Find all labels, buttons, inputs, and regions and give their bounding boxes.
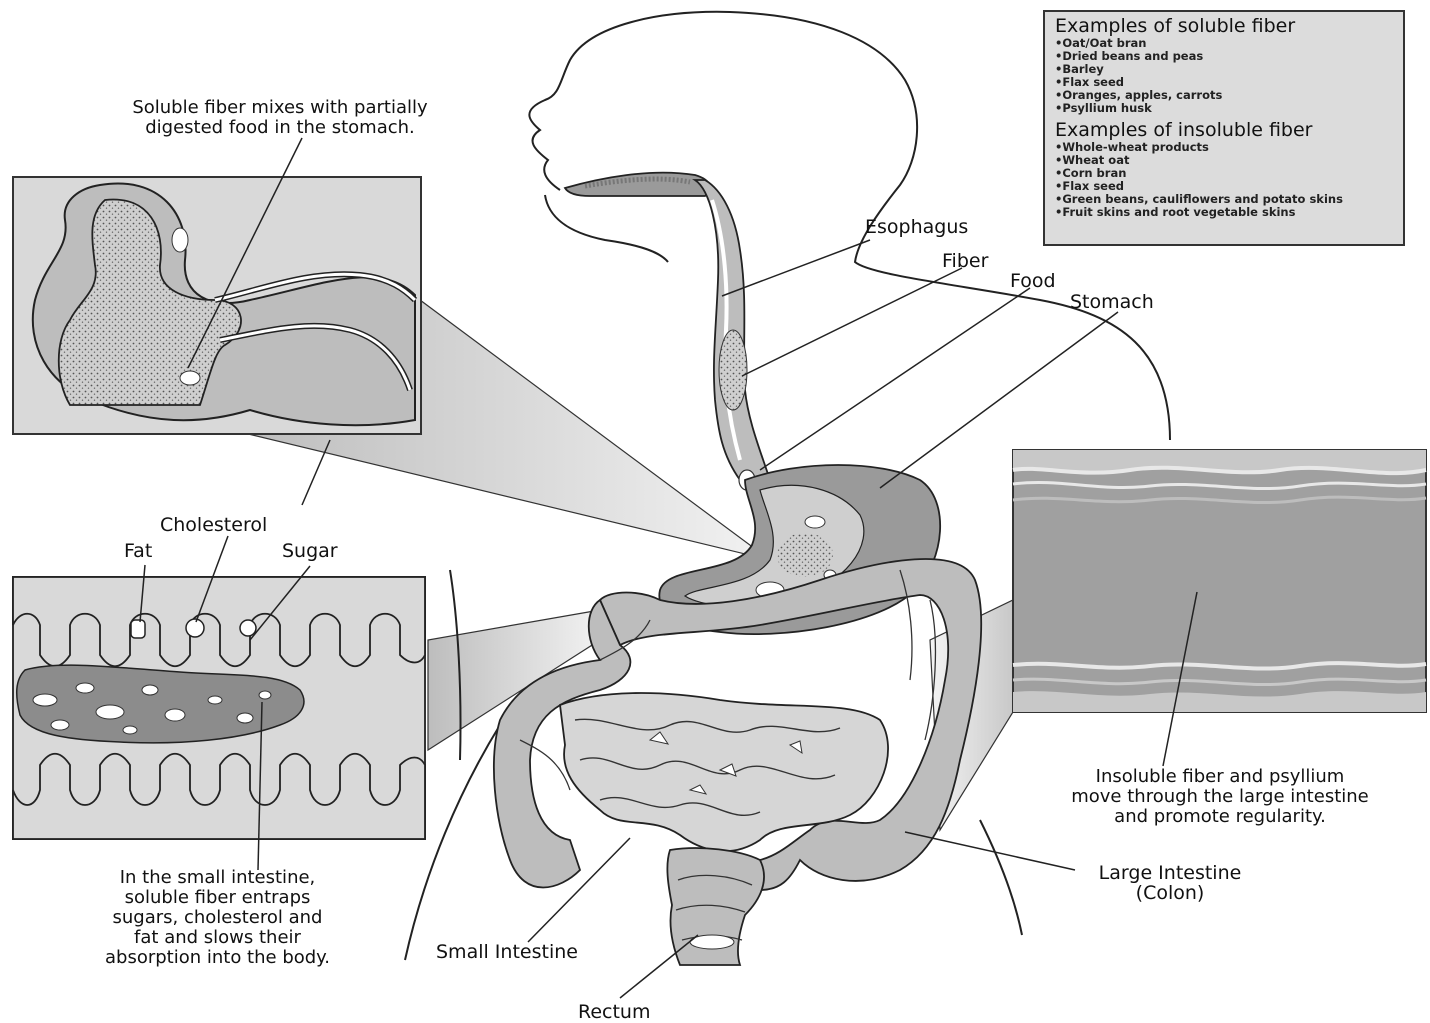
caption-line: digested food in the stomach. <box>60 118 500 138</box>
food-label: Food <box>1010 271 1056 291</box>
insoluble-fiber-heading: Examples of insoluble fiber <box>1055 119 1393 141</box>
caption-line: Insoluble fiber and psyllium <box>1010 767 1430 787</box>
sugar-label: Sugar <box>282 541 338 561</box>
caption-line: Soluble fiber mixes with partially <box>60 98 500 118</box>
caption-line: sugars, cholesterol and <box>50 908 385 928</box>
list-item: Psyllium husk <box>1055 102 1393 115</box>
large-intestine-inset-panel <box>1013 450 1426 712</box>
soluble-fiber-heading: Examples of soluble fiber <box>1055 15 1393 37</box>
fat-label: Fat <box>124 541 152 561</box>
caption-line: fat and slows their <box>50 928 385 948</box>
stomach-label: Stomach <box>1070 292 1154 312</box>
fiber-examples-legend: Examples of soluble fiber Oat/Oat bran D… <box>1043 10 1405 246</box>
caption-line: and promote regularity. <box>1010 807 1430 827</box>
caption-line: absorption into the body. <box>50 948 385 968</box>
small-intestine-label: Small Intestine <box>436 942 578 962</box>
caption-line: In the small intestine, <box>50 868 385 888</box>
insoluble-fiber-list: Whole-wheat products Wheat oat Corn bran… <box>1055 141 1393 219</box>
label-line: Large Intestine <box>1070 863 1270 883</box>
esophagus-fiber-bolus <box>719 330 747 410</box>
caption-line: move through the large intestine <box>1010 787 1430 807</box>
right-torso-line <box>980 820 1022 935</box>
large-intestine-inset-caption: Insoluble fiber and psyllium move throug… <box>1010 767 1430 827</box>
list-item: Dried beans and peas <box>1055 50 1393 63</box>
stomach-fiber <box>777 533 833 577</box>
list-item: Fruit skins and root vegetable skins <box>1055 206 1393 219</box>
pharynx <box>565 173 710 196</box>
rectum-label: Rectum <box>578 1002 650 1022</box>
label-line: (Colon) <box>1070 883 1270 903</box>
soluble-fiber-list: Oat/Oat bran Dried beans and peas Barley… <box>1055 37 1393 115</box>
stomach-inset-caption: Soluble fiber mixes with partially diges… <box>60 98 500 138</box>
cholesterol-label: Cholesterol <box>160 515 267 535</box>
caption-line: soluble fiber entraps <box>50 888 385 908</box>
large-intestine-label: Large Intestine (Colon) <box>1070 863 1270 903</box>
fiber-label: Fiber <box>942 251 988 271</box>
small-intestine-inset-caption: In the small intestine, soluble fiber en… <box>50 868 385 968</box>
esophagus-label: Esophagus <box>865 217 968 237</box>
chin-outline <box>545 195 668 262</box>
